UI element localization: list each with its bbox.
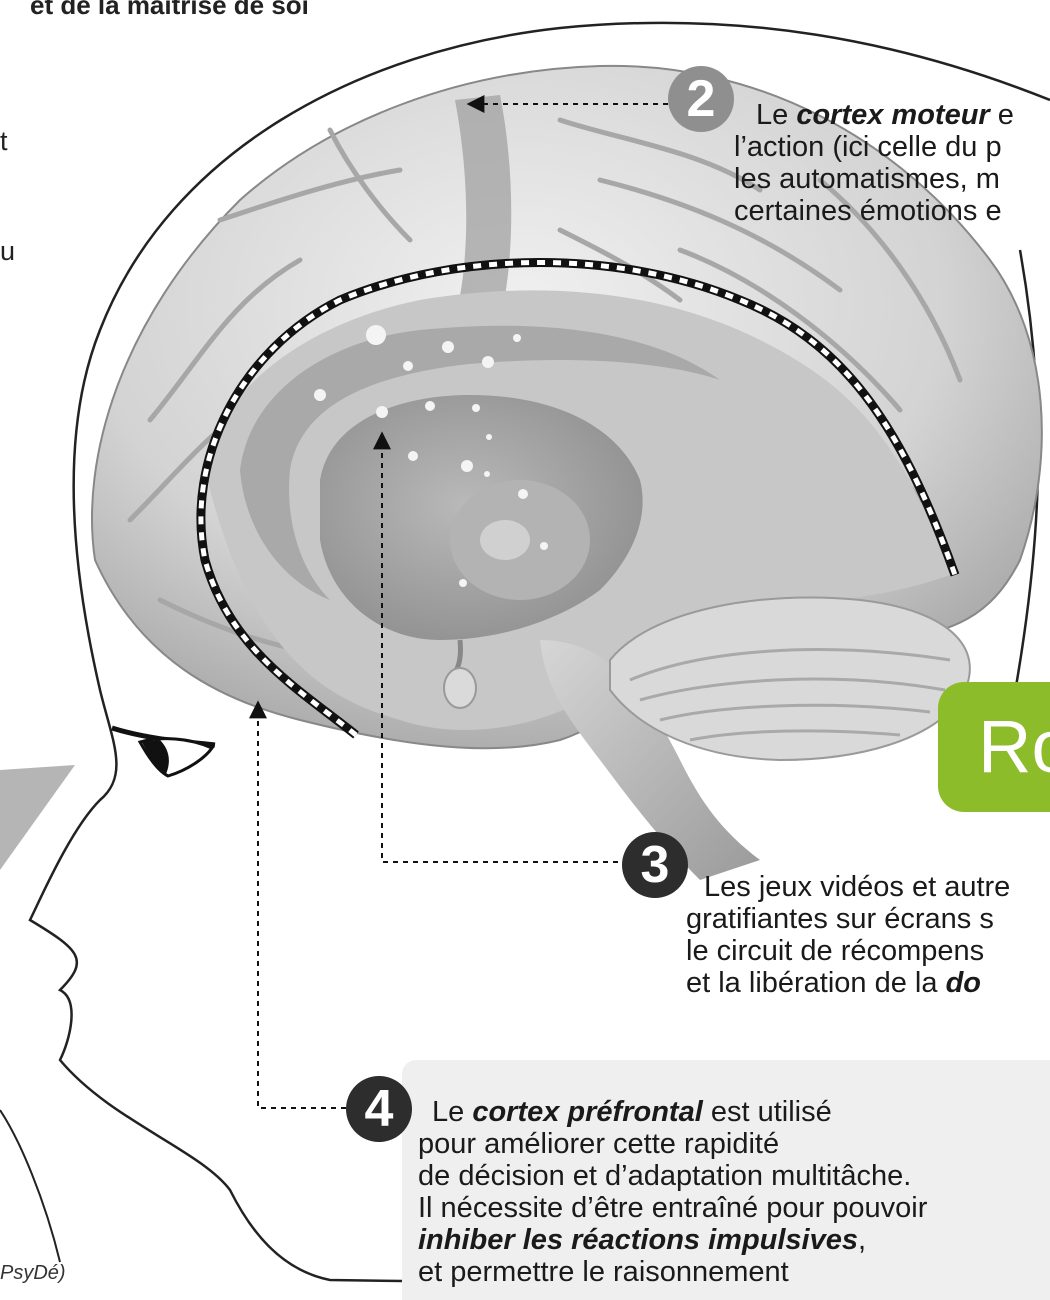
brain: [91, 64, 1043, 880]
left-fragment-1: t: [0, 126, 8, 156]
leader-3: [373, 431, 628, 863]
callout-2-key-term: cortex moteur: [796, 99, 990, 131]
grey-wedge: [0, 765, 75, 870]
callout-4-text: Le cortex préfrontal est utilisé pour am…: [418, 1096, 928, 1288]
callout-4-emphasis: inhiber les réactions impulsives: [418, 1224, 858, 1256]
limbic-dashed-boundary: [196, 258, 960, 739]
side-tab: Ro: [938, 682, 1050, 812]
header-fragment: et de la maîtrise de soi: [30, 0, 309, 20]
head-profile: [28, 21, 1050, 1283]
callout-2-text: Le cortex moteur e l’action (ici celle d…: [734, 99, 1014, 227]
callout-3-key-term: do: [945, 967, 981, 999]
callout-3-number-badge: 3: [622, 832, 688, 898]
credit-fragment: PsyDé): [0, 1262, 66, 1284]
callout-4-panel: [402, 1060, 1050, 1300]
leader-4: [249, 700, 356, 1109]
left-fragment-2: u: [0, 236, 16, 266]
callout-3-text: Les jeux vidéos et autre gratifiantes su…: [686, 871, 1011, 999]
callout-4-key-term: cortex préfrontal: [472, 1096, 703, 1128]
callout-4-number-badge: 4: [346, 1076, 412, 1142]
eye-icon: [111, 725, 216, 778]
head-outline: [0, 1109, 61, 1263]
callout-2-number-badge: 2: [668, 66, 734, 132]
